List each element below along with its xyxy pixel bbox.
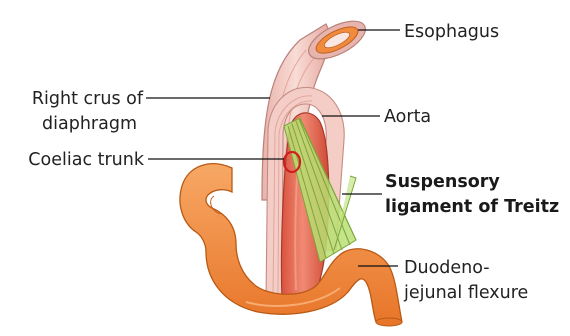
- label-right-crus-line2: diaphragm: [42, 114, 137, 134]
- label-coeliac-trunk: Coeliac trunk: [28, 150, 145, 170]
- label-duodenojejunal-line1: Duodeno-: [404, 258, 490, 278]
- label-esophagus: Esophagus: [404, 22, 499, 42]
- label-right-crus-line1: Right crus of: [32, 89, 144, 109]
- label-duodenojejunal-line2: jejunal flexure: [403, 283, 528, 303]
- label-aorta: Aorta: [384, 107, 431, 127]
- label-suspensory-line2: ligament of Treitz: [385, 197, 559, 217]
- label-suspensory-line1: Suspensory: [385, 172, 500, 192]
